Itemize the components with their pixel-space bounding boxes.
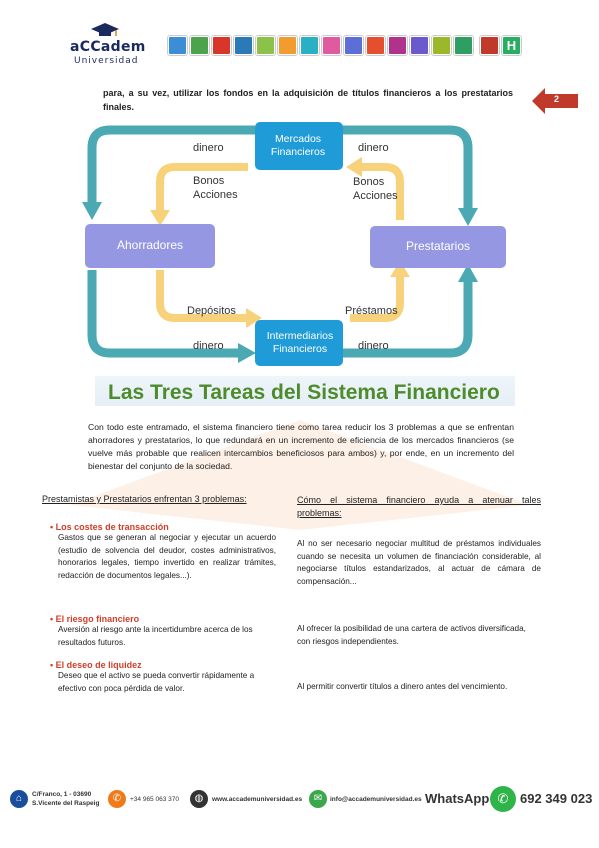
phone-icon: ✆ [108, 790, 126, 808]
teal-arrow-tr [342, 125, 473, 210]
whatsapp-label: WhatsApp [425, 791, 490, 806]
dinero-label-tl: dinero [193, 142, 224, 154]
megaphone-icon[interactable] [212, 36, 231, 55]
email-icon: ✉ [309, 790, 327, 808]
teal-arrow-bl [87, 270, 240, 358]
heart-icon[interactable] [300, 36, 319, 55]
home-icon: ⌂ [10, 790, 28, 808]
body-paragraph: Con todo este entramado, el sistema fina… [88, 422, 514, 471]
people-icon[interactable] [278, 36, 297, 55]
pills-icon[interactable] [366, 36, 385, 55]
magnifier-icon[interactable] [410, 36, 429, 55]
intermediarios-box [255, 320, 343, 366]
acciones-label-left: Acciones [193, 189, 238, 201]
target-icon[interactable] [432, 36, 451, 55]
globe-icon: ◍ [190, 790, 208, 808]
financial-flow-diagram [82, 122, 506, 366]
whatsapp-number[interactable]: 692 349 023 [520, 791, 593, 806]
prestatarios-box [370, 226, 506, 268]
mercados-label: Mercados Financieros [270, 133, 326, 158]
arrow-left-icon [532, 88, 578, 114]
brand-name: aCCadem [70, 39, 146, 55]
ahorradores-label: Ahorradores [116, 238, 184, 252]
bonos-label-left: Bonos [193, 175, 225, 187]
bonos-label-right: Bonos [353, 176, 385, 188]
left-item-1: • Los costes de transacción Gastos que s… [50, 522, 276, 582]
graduation-cap-icon [91, 23, 119, 36]
item-text: Deseo que el activo se pueda convertir r… [58, 671, 255, 693]
tools-icon[interactable] [234, 36, 253, 55]
person-icon[interactable] [322, 36, 341, 55]
teal-arrow-tl [87, 125, 255, 205]
acciones-label-right: Acciones [353, 190, 398, 202]
brand-subname: Universidad [74, 56, 139, 66]
section-heading: Las Tres Tareas del Sistema Financiero [108, 381, 500, 404]
intro-paragraph: para, a su vez, utilizar los fondos en l… [103, 88, 513, 112]
arrow-right-icon [238, 343, 256, 363]
email-link[interactable]: info@accademuniversidad.es [330, 796, 422, 803]
brand-logo: aCCadem Universidad [70, 22, 145, 70]
item-title: • El riesgo financiero [50, 614, 140, 624]
item-text: Gastos que se generan al negociar y ejec… [58, 533, 276, 580]
arrow-up-icon [458, 264, 478, 282]
ahorradores-box [85, 224, 215, 268]
category-icons-bar: H [168, 36, 528, 58]
mortar-icon[interactable] [388, 36, 407, 55]
page-number: 2 [554, 94, 560, 104]
page-number-arrow: 2 [532, 88, 578, 114]
yellow-arrow-tr [360, 163, 404, 220]
dna-icon[interactable] [344, 36, 363, 55]
teal-arrow-br [342, 280, 473, 358]
dinero-label-tr: dinero [358, 142, 389, 154]
phone-number[interactable]: +34 965 063 370 [130, 796, 179, 803]
chart-icon[interactable] [168, 36, 187, 55]
website-link[interactable]: www.accademuniversidad.es [212, 796, 303, 803]
item-text: Aversión al riesgo ante la incertidumbre… [58, 625, 253, 647]
arrow-left-icon [346, 157, 362, 177]
item-title: • El deseo de liquidez [50, 660, 142, 670]
hospital-icon[interactable]: H [502, 36, 521, 55]
left-column-title: Prestamistas y Prestatarios enfrentan 3 … [42, 494, 247, 504]
address-line-2: S.Vicente del Raspeig [32, 800, 100, 807]
dinero-label-bl: dinero [193, 340, 224, 352]
item-title: • Los costes de transacción [50, 522, 169, 532]
whatsapp-icon: ✆ [490, 786, 516, 812]
arrow-right-icon [246, 308, 262, 328]
presentation-icon[interactable] [190, 36, 209, 55]
arrow-down-icon [458, 208, 478, 226]
bank-icon[interactable] [480, 36, 499, 55]
prestamos-label: Préstamos [345, 305, 398, 317]
mercados-box [255, 122, 343, 170]
right-column-title: Cómo el sistema financiero ayuda a atenu… [297, 495, 541, 518]
left-item-3: • El deseo de liquidez Deseo que el acti… [50, 660, 276, 695]
address-line-1: C/Franco, 1 - 03690 [32, 791, 92, 798]
yellow-arrow-br [350, 275, 404, 322]
footer: ⌂ C/Franco, 1 - 03690 S.Vicente del Rasp… [10, 786, 593, 816]
arrow-up-icon [390, 261, 410, 277]
dinero-label-br: dinero [358, 340, 389, 352]
left-item-2: • El riesgo financiero Aversión al riesg… [50, 614, 276, 649]
background-watermark [70, 420, 530, 530]
heading-band [95, 376, 515, 406]
right-item-1: Al no ser necesario negociar multitud de… [297, 539, 541, 586]
percent-icon[interactable] [256, 36, 275, 55]
yellow-arrow-tl [156, 163, 248, 212]
depositos-label: Depósitos [187, 305, 236, 317]
yellow-arrow-bl [156, 270, 248, 322]
right-item-3: Al permitir convertir títulos a dinero a… [297, 682, 508, 691]
arrow-down-icon [150, 210, 170, 226]
prestatarios-label: Prestatarios [405, 239, 471, 253]
shield-icon[interactable] [454, 36, 473, 55]
arrow-down-icon [82, 202, 102, 220]
intermediarios-label: Intermediarios Financieros [266, 330, 334, 355]
right-item-2: Al ofrecer la posibilidad de una cartera… [297, 624, 526, 646]
